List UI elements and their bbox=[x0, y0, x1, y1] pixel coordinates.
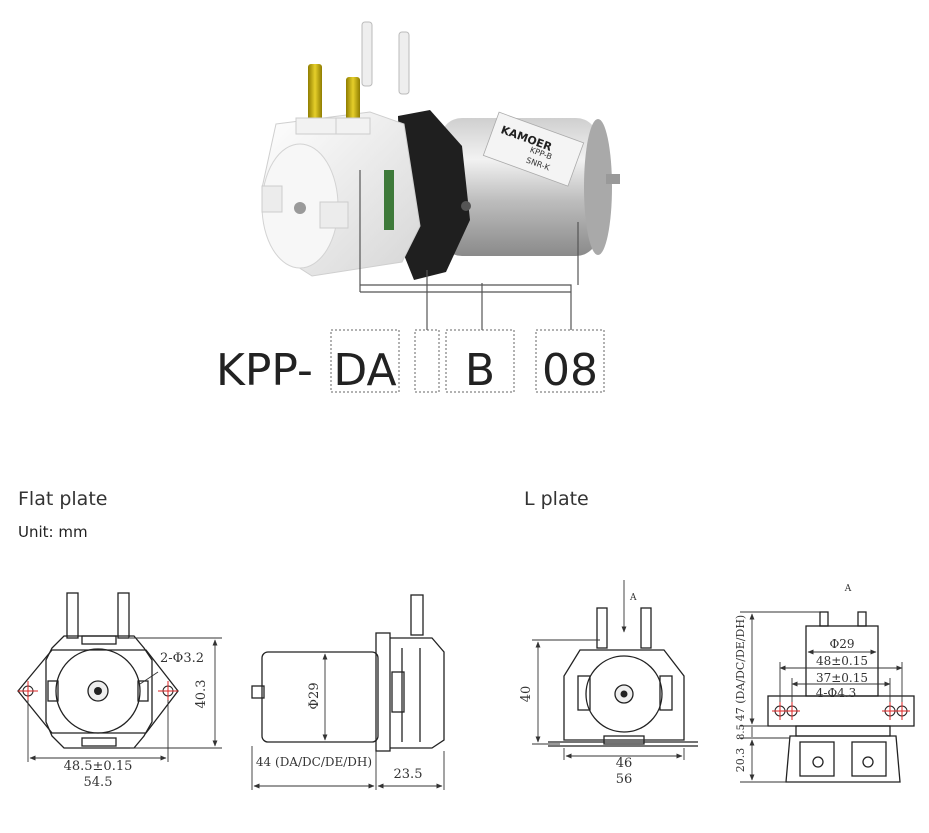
lplate-front-view bbox=[548, 607, 698, 747]
tube-yellow-left bbox=[308, 64, 322, 130]
bracket-hole bbox=[461, 201, 471, 211]
flat-holes-label: 2-Φ3.2 bbox=[160, 651, 204, 666]
model-box-1 bbox=[330, 329, 400, 393]
model-part-3: B bbox=[465, 345, 495, 396]
pump-shaft bbox=[294, 202, 306, 214]
connector-white-left bbox=[361, 21, 373, 87]
pump-clip-right bbox=[319, 201, 349, 229]
flat-motor-length-label: 44 (DA/DC/DE/DH) bbox=[256, 755, 372, 769]
model-box-2 bbox=[414, 329, 440, 393]
lplate-bottom-dims bbox=[740, 611, 903, 783]
lplate-height-head-label: 20.3 bbox=[734, 748, 747, 773]
lplate-diameter-label: Φ29 bbox=[829, 637, 854, 651]
lplate-span-inner-label: 37±0.15 bbox=[816, 671, 868, 685]
lplate-bottom-view bbox=[767, 611, 915, 783]
lplate-bottom-view-label: A bbox=[844, 584, 852, 594]
model-box-3 bbox=[445, 329, 515, 393]
flat-height-label: 40.3 bbox=[194, 680, 209, 709]
flat-width-outer-label: 54.5 bbox=[84, 775, 113, 790]
model-part-1: DA bbox=[333, 345, 396, 396]
flat-plate-heading: Flat plate bbox=[18, 488, 108, 510]
flat-front-view bbox=[17, 592, 179, 749]
lplate-height-total-label: 47 (DA/DC/DE/DH) bbox=[734, 615, 747, 721]
flat-head-length-label: 23.5 bbox=[394, 767, 423, 782]
flat-width-inner-label: 48.5±0.15 bbox=[64, 759, 133, 774]
model-box-4 bbox=[535, 329, 605, 393]
model-prefix: KPP- bbox=[216, 345, 313, 396]
pump-photo: KAMOER KPP-B SNR-K bbox=[261, 21, 620, 280]
l-plate-heading: L plate bbox=[524, 488, 589, 510]
lplate-front-dims bbox=[532, 580, 685, 760]
flat-side-view bbox=[251, 594, 445, 752]
motor-end-cap bbox=[584, 119, 612, 255]
flat-side-dims bbox=[251, 653, 445, 790]
lplate-height-label: 40 bbox=[519, 686, 534, 703]
motor-terminal bbox=[606, 174, 620, 184]
lplate-width-outer-label: 56 bbox=[616, 772, 633, 787]
lplate-height-base-label: 8.5 bbox=[736, 724, 747, 740]
motor-label bbox=[482, 111, 585, 187]
model-part-4: 08 bbox=[542, 345, 598, 396]
lplate-bottom-holes bbox=[772, 702, 910, 720]
lplate-width-inner-label: 46 bbox=[616, 756, 633, 771]
flat-diameter-label: Φ29 bbox=[307, 682, 322, 709]
lplate-span-outer-label: 48±0.15 bbox=[816, 654, 868, 668]
pump-clip-left bbox=[261, 185, 283, 213]
mounting-bracket bbox=[398, 110, 470, 280]
lplate-holes-label: 4-Φ4.3 bbox=[816, 686, 857, 700]
connector-white-right bbox=[398, 31, 410, 95]
flat-front-dims bbox=[27, 637, 222, 762]
lplate-arrow-label: A bbox=[629, 593, 637, 603]
model-leader-lines bbox=[359, 170, 579, 330]
pump-green-roller bbox=[384, 170, 394, 230]
flat-front-holes bbox=[18, 681, 178, 701]
unit-label: Unit: mm bbox=[18, 523, 88, 541]
